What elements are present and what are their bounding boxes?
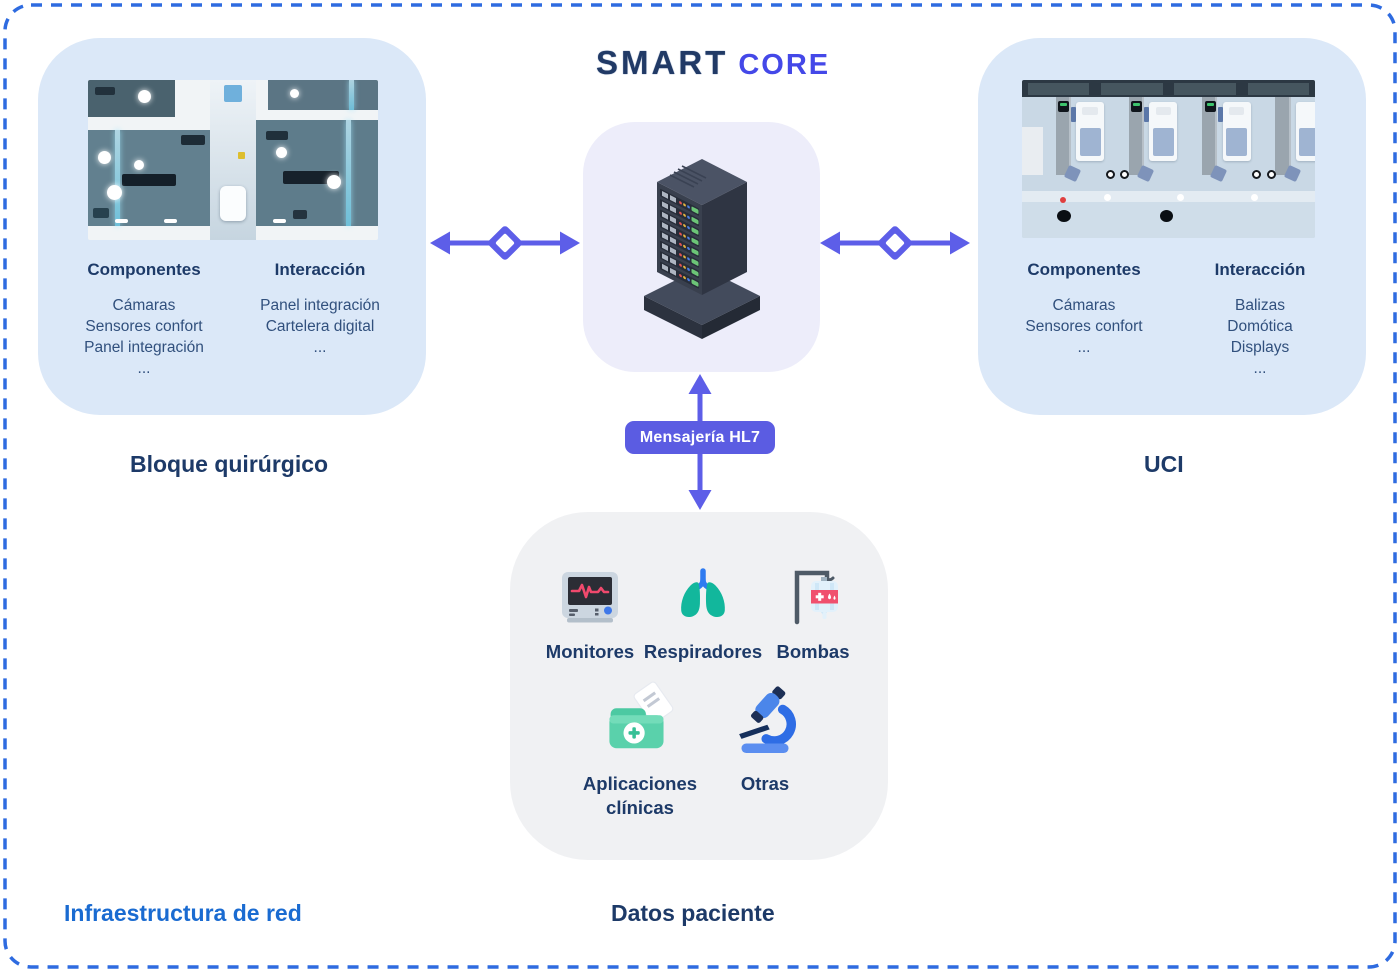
patient-data-item-label: Bombas <box>776 641 850 662</box>
or-table <box>122 173 176 187</box>
smart-core-logo: SMART CORE <box>596 44 828 82</box>
patient-data-item-aplicaciones: Aplicaciones clínicas <box>565 680 715 820</box>
list-item: Sensores confort <box>1025 318 1143 335</box>
patient-data-panel: Monitores Respiradores <box>510 512 888 860</box>
patient-data-item-monitores: Monitores <box>530 564 650 664</box>
column-heading: Componentes <box>1027 260 1141 279</box>
uci-title: UCI <box>1144 451 1184 477</box>
left-bidirectional-arrow <box>430 226 580 260</box>
patient-data-title: Datos paciente <box>611 900 775 926</box>
clinical-apps-folder-icon <box>609 681 674 749</box>
logo-core-text: CORE <box>738 49 831 81</box>
column-heading: Interacción <box>274 260 366 279</box>
icu-bed <box>1295 102 1315 161</box>
icu-bed <box>1149 102 1178 161</box>
or-floorplan-illustration <box>88 80 378 240</box>
list-item: Cartelera digital <box>265 318 375 335</box>
hl7-messaging-label: Mensajería HL7 <box>639 428 761 446</box>
or-gurney <box>220 185 246 221</box>
uci-componentes-column: Componentes Cámaras Sensores confort ... <box>996 260 1172 379</box>
list-item: Panel integración <box>260 297 380 314</box>
list-item: Sensores confort <box>85 318 203 335</box>
list-item: ... <box>1253 360 1267 377</box>
lungs-icon <box>681 568 725 617</box>
patient-data-item-label: Aplicaciones clínicas <box>582 773 698 818</box>
icu-floorplan-illustration <box>1022 80 1315 238</box>
server-rack-icon <box>644 159 760 339</box>
patient-data-item-otras: Otras <box>705 680 825 796</box>
core-server-panel <box>583 122 820 372</box>
column-heading: Interacción <box>1214 260 1306 279</box>
patient-monitor-icon <box>562 572 618 623</box>
list-item: ... <box>313 339 327 356</box>
patient-data-item-label: Otras <box>740 773 790 794</box>
microscope-icon <box>739 686 796 753</box>
column-heading: Componentes <box>87 260 201 279</box>
surgical-interaccion-column: Interacción Panel integración Cartelera … <box>232 260 408 379</box>
patient-data-item-bombas: Bombas <box>753 564 873 664</box>
patient-data-item-label: Respiradores <box>643 641 763 662</box>
icu-ceiling <box>1022 80 1315 98</box>
or-room-top-right <box>267 80 378 111</box>
uci-panel: Componentes Cámaras Sensores confort ...… <box>978 38 1366 415</box>
connector-diamond-icon <box>488 226 522 260</box>
hl7-messaging-badge: Mensajería HL7 <box>625 421 775 454</box>
list-item: ... <box>1077 339 1091 356</box>
list-item: Domótica <box>1227 318 1293 335</box>
connector-diamond-icon <box>878 226 912 260</box>
patient-data-item-label: Monitores <box>545 641 635 662</box>
or-room-left <box>88 129 210 226</box>
or-corridor <box>209 80 257 240</box>
or-room-right <box>256 120 378 226</box>
icu-person <box>1159 209 1173 222</box>
right-bidirectional-arrow <box>820 226 970 260</box>
icu-person <box>1057 209 1072 222</box>
network-infrastructure-title: Infraestructura de red <box>64 900 302 926</box>
logo-smart-text: SMART <box>596 44 729 81</box>
list-item: Balizas <box>1235 297 1285 314</box>
surgical-block-title: Bloque quirúrgico <box>130 451 329 477</box>
list-item: Panel integración <box>84 339 204 356</box>
list-item: Cámaras <box>1052 297 1116 314</box>
list-item: Displays <box>1230 339 1290 356</box>
list-item: ... <box>137 360 151 377</box>
iv-bag-icon <box>794 570 838 625</box>
list-item: Cámaras <box>112 297 176 314</box>
icu-bed <box>1076 102 1105 161</box>
or-table <box>282 170 339 185</box>
patient-data-item-respiradores: Respiradores <box>643 564 763 664</box>
surgical-block-columns: Componentes Cámaras Sensores confort Pan… <box>38 260 426 379</box>
surgical-block-panel: Componentes Cámaras Sensores confort Pan… <box>38 38 426 415</box>
or-room-top-left <box>88 80 175 117</box>
uci-columns: Componentes Cámaras Sensores confort ...… <box>978 260 1366 379</box>
surgical-componentes-column: Componentes Cámaras Sensores confort Pan… <box>56 260 232 379</box>
uci-interaccion-column: Interacción Balizas Domótica Displays ..… <box>1172 260 1348 379</box>
icu-bed <box>1222 102 1251 161</box>
